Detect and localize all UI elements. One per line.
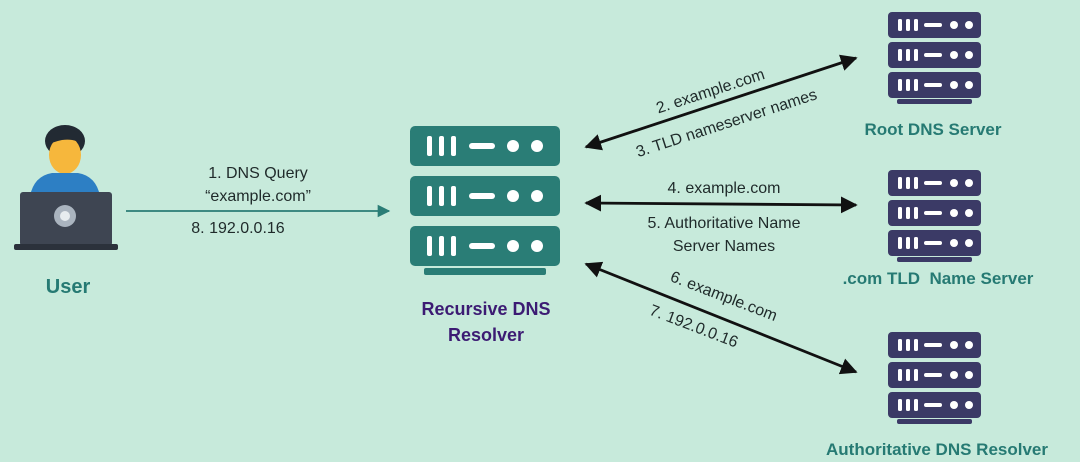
arrow-resolver-tld xyxy=(584,194,858,214)
user-label: User xyxy=(46,276,91,298)
laptop-user-icon xyxy=(14,125,118,250)
arrow-resolver-auth xyxy=(584,261,858,375)
step8-label: 8. 192.0.0.16 xyxy=(191,220,285,237)
tld-server-node: .com TLD Name Server xyxy=(843,170,1034,288)
tld-server-icon xyxy=(888,170,981,262)
step5-label-line1: 5. Authoritative Name xyxy=(648,215,801,232)
auth-server-node: Authoritative DNS Resolver xyxy=(826,332,1048,459)
resolver-label-line1: Recursive DNS xyxy=(421,299,550,319)
tld-server-label: .com TLD Name Server xyxy=(843,269,1034,288)
user-node: User xyxy=(14,125,118,298)
step1-label-line1: 1. DNS Query xyxy=(208,165,308,182)
root-server-icon xyxy=(888,12,981,104)
resolver-label-line2: Resolver xyxy=(448,325,524,345)
auth-server-label: Authoritative DNS Resolver xyxy=(826,440,1048,459)
root-server-label: Root DNS Server xyxy=(865,120,1002,139)
arrow-resolver-root xyxy=(584,54,858,151)
step1-label-line2: “example.com” xyxy=(205,188,311,205)
auth-server-icon xyxy=(888,332,981,424)
step5-label-line2: Server Names xyxy=(673,238,775,255)
resolver-node: Recursive DNS Resolver xyxy=(410,126,560,345)
step4-label: 4. example.com xyxy=(668,180,781,197)
resolver-server-icon xyxy=(410,126,560,275)
step7-label: 7. 192.0.0.16 xyxy=(647,302,740,351)
root-server-node: Root DNS Server xyxy=(865,12,1002,139)
